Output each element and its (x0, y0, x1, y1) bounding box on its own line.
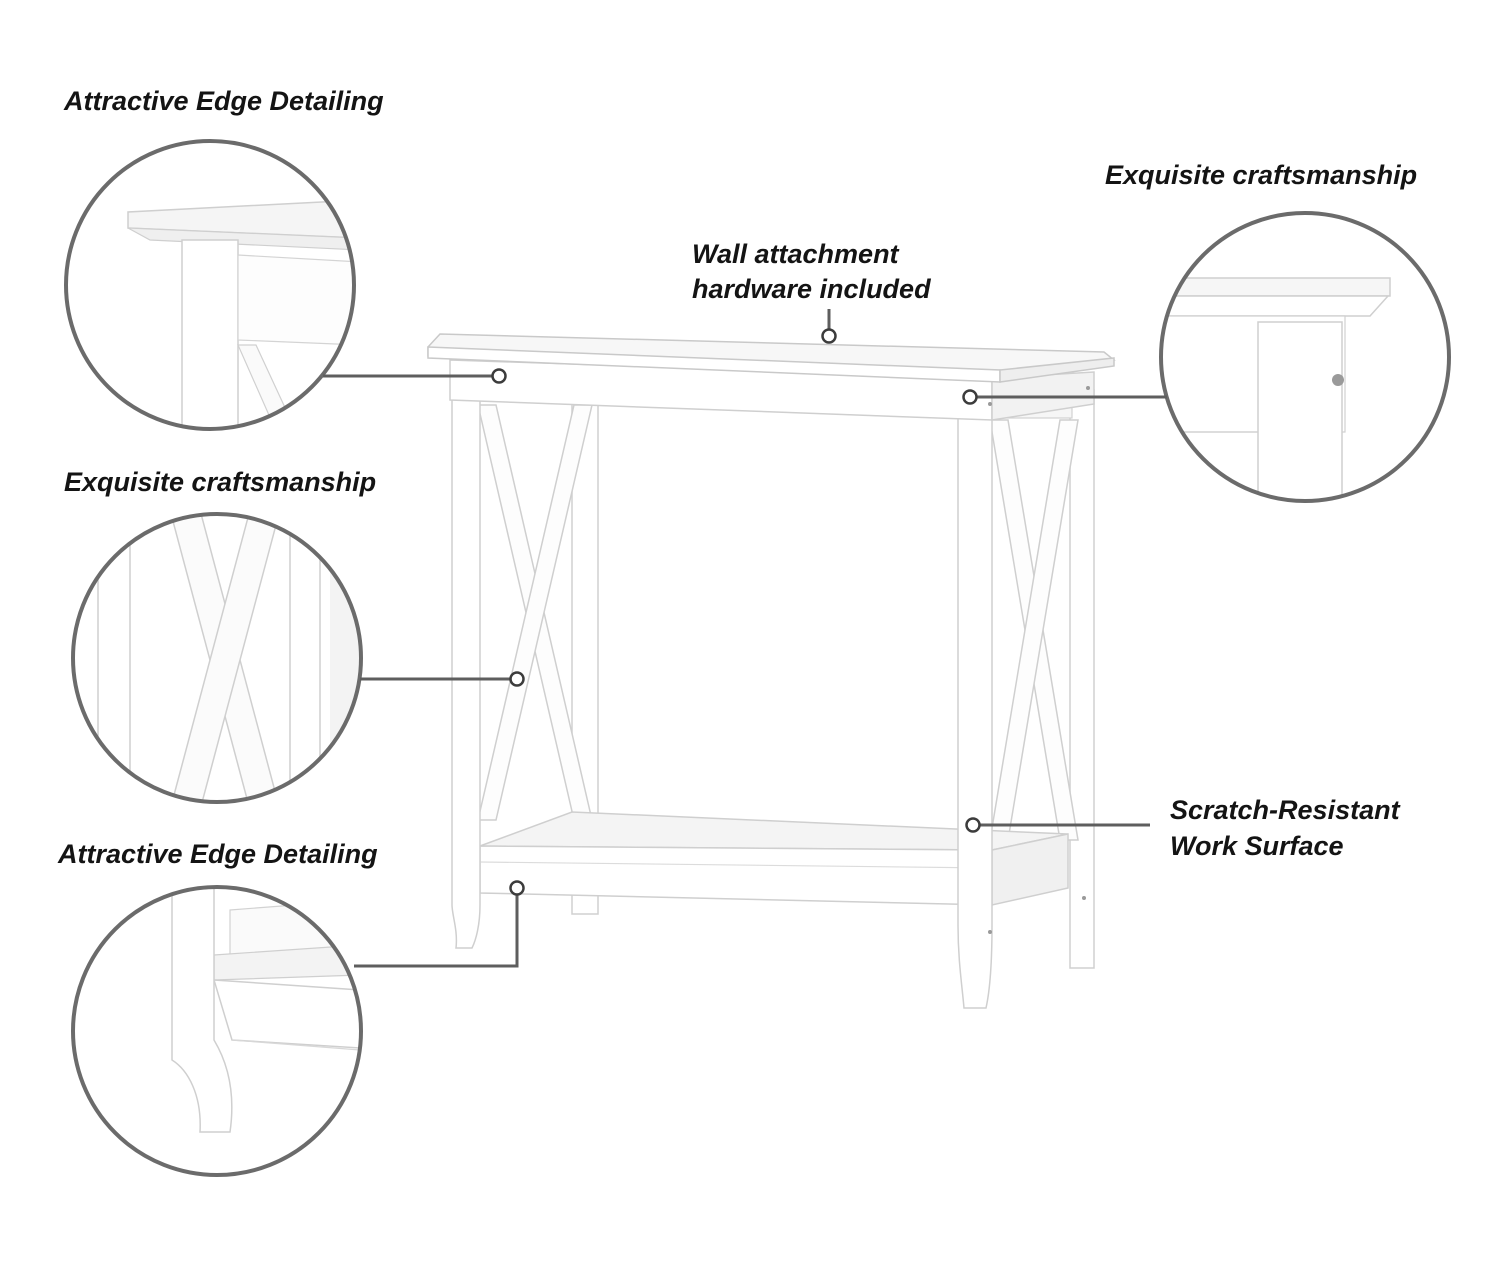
callout-wall-attachment-line2: hardware included (692, 274, 931, 304)
table-front-left-leg (451, 375, 481, 949)
console-table (427, 333, 1116, 1009)
callout-craftsmanship-left: Exquisite craftsmanship (64, 467, 377, 497)
marker-middle-left (509, 671, 525, 687)
detail-ring-top-right (1159, 211, 1451, 503)
marker-right (965, 817, 981, 833)
callout-scratch-resistant-line1: Scratch-Resistant (1170, 795, 1400, 825)
detail-circle-edge-top (64, 139, 356, 431)
callout-wall-attachment-line1: Wall attachment (692, 239, 899, 269)
detail-ring-top-left (64, 139, 356, 431)
callout-markers (491, 328, 981, 896)
table-right-x-frame (989, 403, 1079, 841)
marker-top-left (491, 368, 507, 384)
detail-ring-middle-left (71, 512, 363, 804)
callout-edge-detailing-bottom: Attractive Edge Detailing (58, 839, 378, 869)
detail-circle-edge-bottom (71, 885, 363, 1177)
leader-bottom-left (354, 895, 519, 968)
table-top (427, 333, 1116, 383)
detail-ring-bottom-left (71, 885, 363, 1177)
callout-scratch-resistant-line2: Work Surface (1170, 831, 1344, 861)
marker-center-top (821, 328, 837, 344)
marker-top-right (962, 389, 978, 405)
table-back-right-leg (1069, 389, 1095, 969)
leader-lines (323, 309, 1167, 968)
table-front-right-leg (957, 379, 993, 1009)
callout-craftsmanship-right: Exquisite craftsmanship (1105, 160, 1418, 190)
detail-circle-craftsmanship-left (71, 512, 363, 804)
marker-bottom-left (509, 880, 525, 896)
table-bottom-shelf (479, 811, 1069, 906)
detail-circle-craftsmanship-right (1159, 211, 1451, 503)
callout-edge-detailing-top: Attractive Edge Detailing (64, 86, 384, 116)
